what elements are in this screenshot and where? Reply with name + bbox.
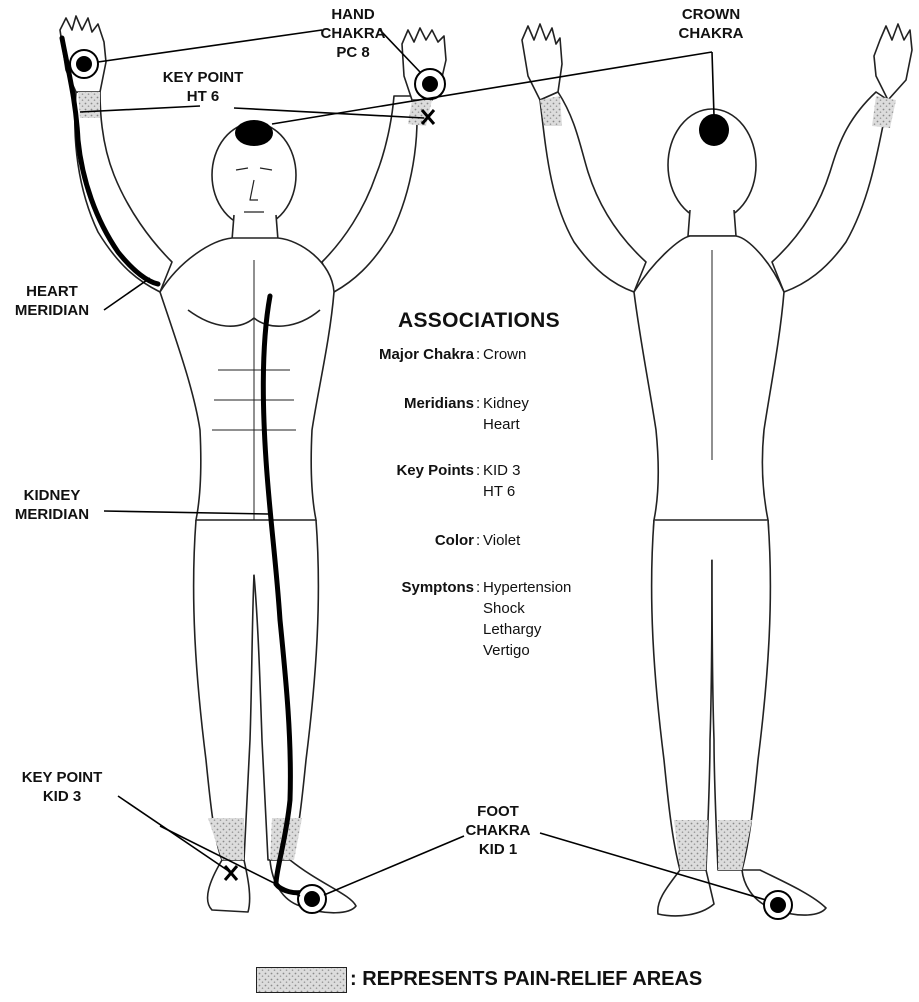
crown-chakra-label: CROWN CHAKRA: [668, 5, 754, 43]
assoc-value: Heart: [483, 414, 529, 435]
hand-chakra-label: HAND CHAKRA PC 8: [316, 5, 390, 62]
kidney-meridian-label: KIDNEY MERIDIAN: [2, 486, 102, 524]
heart-meridian-label-line1: HEART: [2, 282, 102, 301]
assoc-value: HT 6: [483, 481, 521, 502]
assoc-value: Kidney: [483, 393, 529, 414]
assoc-key: Color: [304, 530, 474, 551]
assoc-separator: :: [476, 530, 480, 551]
assoc-values: Hypertension Shock Lethargy Vertigo: [483, 577, 571, 661]
hand-chakra-label-line3: PC 8: [316, 43, 390, 62]
foot-chakra-marker-front: [298, 885, 326, 913]
foot-chakra-label-line3: KID 1: [456, 840, 540, 859]
assoc-separator: :: [476, 344, 480, 365]
assoc-value: KID 3: [483, 460, 521, 481]
heart-meridian-label: HEART MERIDIAN: [2, 282, 102, 320]
crown-chakra-label-line2: CHAKRA: [668, 24, 754, 43]
assoc-value: Vertigo: [483, 640, 571, 661]
assoc-separator: :: [476, 460, 480, 481]
key-point-ht-label-line2: HT 6: [146, 87, 260, 106]
foot-chakra-label: FOOT CHAKRA KID 1: [456, 802, 540, 859]
kidney-meridian-label-line1: KIDNEY: [2, 486, 102, 505]
foot-chakra-label-line1: FOOT: [456, 802, 540, 821]
key-point-kid-label-line1: KEY POINT: [6, 768, 118, 787]
hand-chakra-marker-left: [70, 50, 98, 78]
key-point-ht-label: KEY POINT HT 6: [146, 68, 260, 106]
assoc-separator: :: [476, 577, 480, 598]
back-body-figure: [522, 24, 912, 916]
key-point-kid-label-line2: KID 3: [6, 787, 118, 806]
assoc-value: Violet: [483, 530, 520, 551]
assoc-values: Crown: [483, 344, 526, 365]
assoc-value: Lethargy: [483, 619, 571, 640]
assoc-key: Symptons: [304, 577, 474, 598]
crown-chakra-marker-back: [699, 114, 729, 146]
key-point-ht-label-line1: KEY POINT: [146, 68, 260, 87]
hand-chakra-marker-right: [415, 69, 445, 99]
assoc-value: Crown: [483, 344, 526, 365]
legend-swatch: [256, 967, 347, 993]
assoc-separator: :: [476, 393, 480, 414]
assoc-value: Shock: [483, 598, 571, 619]
assoc-value: Hypertension: [483, 577, 571, 598]
crown-chakra-marker-front: [235, 120, 273, 146]
foot-chakra-label-line2: CHAKRA: [456, 821, 540, 840]
hand-chakra-label-line1: HAND: [316, 5, 390, 24]
hand-chakra-label-line2: CHAKRA: [316, 24, 390, 43]
crown-chakra-label-line1: CROWN: [668, 5, 754, 24]
assoc-key: Major Chakra: [304, 344, 474, 365]
key-point-kid-label: KEY POINT KID 3: [6, 768, 118, 806]
foot-chakra-marker-back: [764, 891, 792, 919]
assoc-values: KID 3 HT 6: [483, 460, 521, 502]
assoc-values: Violet: [483, 530, 520, 551]
kidney-meridian-label-line2: MERIDIAN: [2, 505, 102, 524]
associations-title: ASSOCIATIONS: [398, 309, 560, 333]
heart-meridian-label-line2: MERIDIAN: [2, 301, 102, 320]
assoc-key: Key Points: [304, 460, 474, 481]
assoc-values: Kidney Heart: [483, 393, 529, 435]
legend-text: : REPRESENTS PAIN-RELIEF AREAS: [350, 968, 702, 991]
assoc-key: Meridians: [304, 393, 474, 414]
